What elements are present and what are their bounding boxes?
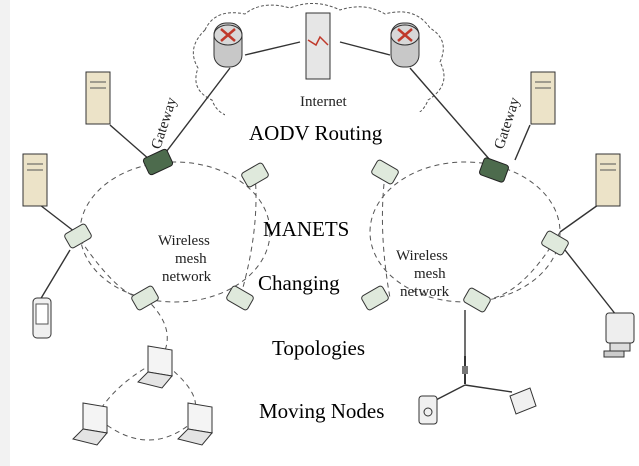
internet-cloud [192, 3, 445, 127]
mesh-node-icon [463, 287, 491, 313]
mesh-node-icon [131, 285, 159, 311]
internet-label: Internet [300, 94, 347, 110]
left-border [0, 0, 10, 466]
overlay-manets: MANETS [263, 217, 349, 241]
gateway-right-label: Gateway [492, 95, 524, 151]
laptop-icon [72, 402, 108, 446]
mesh-right-line2: mesh [414, 266, 446, 282]
overlay-topologies: Topologies [272, 336, 365, 360]
laptop-icon [137, 345, 173, 389]
overlay-changing: Changing [258, 271, 340, 295]
monitor-icon [603, 312, 635, 358]
phone-icon [32, 297, 52, 339]
router-icon [213, 22, 243, 68]
server-icon [530, 71, 556, 125]
mesh-node-icon [142, 148, 174, 176]
mesh-right-line3: network [400, 284, 450, 300]
overlay-moving-nodes: Moving Nodes [259, 399, 384, 423]
server-icon [595, 153, 621, 207]
overlay-backdrop [225, 112, 435, 150]
router-icon [390, 22, 420, 68]
mesh-left-line1: Wireless [158, 233, 210, 249]
overlay-aodv-routing: AODV Routing [249, 121, 383, 145]
mesh-node-icon [371, 159, 399, 185]
mesh-node-icon [241, 162, 269, 188]
mesh-left-line2: mesh [175, 251, 207, 267]
mesh-node-icon [541, 230, 569, 256]
mesh-label-left: Wireless mesh network [158, 233, 212, 285]
mesh-label-right: Wireless mesh network [396, 248, 450, 300]
device-icon [418, 395, 438, 425]
gateway-left-label: Gateway [149, 95, 181, 151]
device-icon [509, 387, 537, 415]
mesh-left-line3: network [162, 269, 212, 285]
antenna-icon [462, 356, 468, 384]
mesh-node-icon [361, 285, 389, 311]
mesh-node-icon [226, 285, 254, 311]
mesh-node-icon [479, 157, 509, 183]
server-icon [22, 153, 48, 207]
mesh-node-icon [64, 223, 92, 249]
mesh-right-line1: Wireless [396, 248, 448, 264]
laptop-icon [177, 402, 213, 446]
internet-server-icon [305, 12, 331, 80]
server-icon [85, 71, 111, 125]
